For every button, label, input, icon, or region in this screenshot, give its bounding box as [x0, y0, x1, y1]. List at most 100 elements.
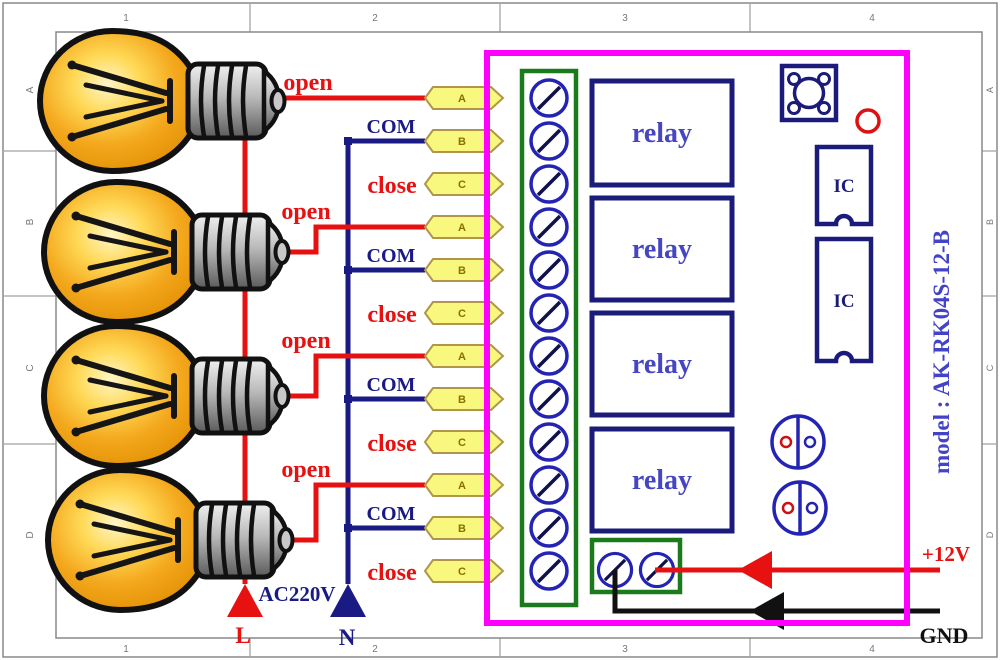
ic-chip-1: IC [814, 144, 874, 227]
wire-tag-letter: B [458, 394, 466, 406]
light-bulbs [40, 31, 293, 610]
open-label: open [283, 70, 332, 96]
terminal-screw [529, 422, 569, 462]
terminal-screw [529, 207, 569, 247]
neutral-terminal-arrow [330, 584, 366, 617]
com-label: COM [367, 116, 416, 138]
close-label: close [367, 431, 417, 457]
neutral-label: N [339, 625, 356, 650]
channel-4: open COM close A B C [281, 457, 504, 586]
ground-wire [612, 570, 940, 614]
terminal-screw [529, 164, 569, 204]
com-label: COM [367, 245, 416, 267]
close-label: close [367, 302, 417, 328]
terminal-screw [529, 508, 569, 548]
wire-tag-letter: C [458, 437, 466, 449]
terminal-screw [529, 465, 569, 505]
wire-tag-letter: C [458, 179, 466, 191]
terminal-screw [529, 293, 569, 333]
ac-voltage-label: AC220V [259, 582, 336, 606]
com-label: COM [367, 374, 416, 396]
relay-label-1: relay [632, 118, 692, 149]
relay-board-border [484, 50, 910, 626]
relay-box-4 [589, 426, 735, 534]
capacitor-1 [770, 414, 826, 470]
relay-label-2: relay [632, 234, 692, 265]
relay-box-1 [589, 78, 735, 188]
wire-tag-letter: A [458, 351, 466, 363]
light-bulb-4 [48, 470, 293, 610]
grid-col-label: 2 [372, 13, 378, 24]
plus-12v-label: +12V [922, 542, 970, 566]
ground-label: GND [920, 623, 969, 648]
ic-label-2: IC [833, 291, 854, 312]
channel-3: open COM close A B C [281, 328, 504, 457]
relay-label-4: relay [632, 465, 692, 496]
open-label: open [281, 328, 330, 354]
open-label: open [281, 199, 330, 225]
open-wire [286, 224, 425, 255]
model-label: model : AK-RK04S-12-B [929, 230, 954, 474]
channel-1: open COM close A B C [282, 70, 504, 199]
ic-label-1: IC [833, 176, 854, 197]
grid-col-label: 1 [123, 13, 129, 24]
terminal-screw [529, 551, 569, 591]
ac-mains-wiring: L N AC220V [227, 118, 366, 650]
terminal-screw [529, 336, 569, 376]
led-indicator [855, 108, 881, 134]
relay-label-3: relay [632, 349, 692, 380]
wire-tag-letter: B [458, 136, 466, 148]
grid-col-label: 1 [123, 644, 129, 655]
grid-row-label: A [25, 86, 36, 93]
grid-col-label: 3 [622, 644, 628, 655]
terminal-screw [529, 78, 569, 118]
frame-inner-border [55, 31, 983, 639]
terminal-screw [529, 121, 569, 161]
grid-col-label: 4 [869, 13, 875, 24]
live-label: L [235, 623, 250, 648]
terminal-screw [529, 379, 569, 419]
wire-tag-letter: B [458, 523, 466, 535]
open-wire [290, 482, 425, 543]
capacitor-2 [772, 480, 828, 536]
open-wire [286, 353, 425, 399]
power-terminal [589, 537, 683, 595]
wire-tag-letter: A [458, 93, 466, 105]
light-bulb-3 [44, 326, 289, 466]
wire-tag-letter: B [458, 265, 466, 277]
grid-row-label: A [985, 87, 995, 93]
terminal-screw [529, 250, 569, 290]
grid-row-label: B [25, 218, 36, 225]
channel-2: open COM close A B C [281, 199, 504, 328]
wire-tag-letter: A [458, 222, 466, 234]
ic-chip-2: IC [814, 236, 874, 364]
grid-col-label: 2 [372, 644, 378, 655]
junction-dot [344, 266, 352, 274]
light-bulb-1 [40, 31, 285, 171]
close-label: close [367, 560, 417, 586]
dc-power-wiring [612, 551, 940, 630]
grid-col-label: 4 [869, 644, 875, 655]
grid-row-label: D [25, 531, 36, 538]
wire-tag-letter: A [458, 480, 466, 492]
live-terminal-arrow [227, 584, 263, 617]
grid-row-label: C [985, 364, 995, 371]
grid-row-label: C [25, 364, 36, 371]
close-label: close [367, 173, 417, 199]
grid-row-label: B [985, 219, 995, 225]
push-button [779, 63, 839, 123]
open-label: open [281, 457, 330, 483]
relay-board: relay relay relay relay IC IC [519, 63, 881, 608]
plus-12v-arrow [738, 551, 772, 589]
junction-dot [344, 524, 352, 532]
wire-tag-letter: C [458, 308, 466, 320]
relay-box-3 [589, 310, 735, 418]
grid-row-label: D [985, 531, 995, 538]
light-bulb-2 [44, 182, 289, 322]
junction-dot [344, 395, 352, 403]
grid-col-label: 3 [622, 13, 628, 24]
